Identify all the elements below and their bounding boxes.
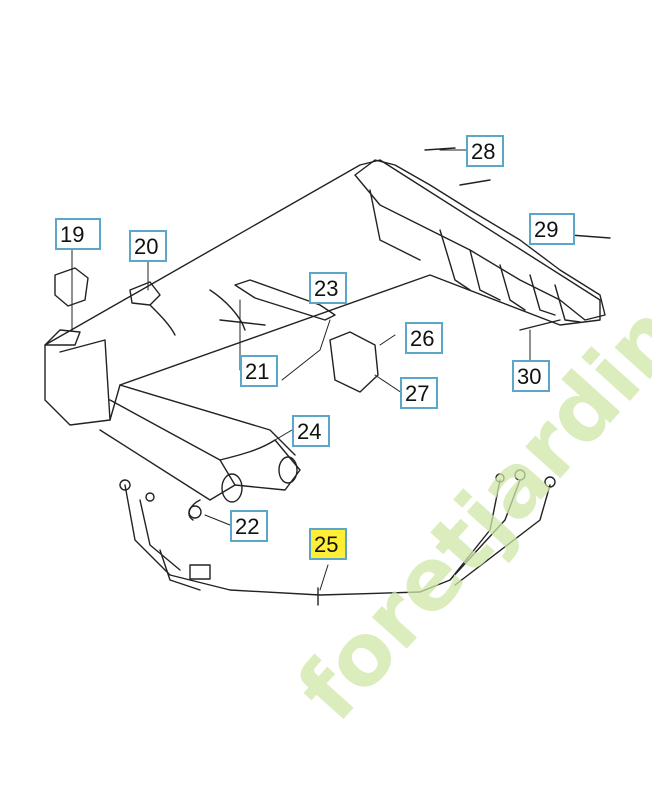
callout-29[interactable]: 29 — [529, 213, 575, 245]
part-27-switch — [329, 331, 379, 393]
callout-21[interactable]: 21 — [240, 355, 278, 387]
wire-harness — [124, 479, 501, 596]
callout-28[interactable]: 28 — [466, 135, 504, 167]
part-23-lever — [234, 279, 336, 321]
part-19-clip — [54, 267, 89, 307]
callout-24[interactable]: 24 — [292, 415, 330, 447]
callout-30[interactable]: 30 — [512, 360, 550, 392]
callout-27[interactable]: 27 — [400, 377, 438, 409]
callout-23[interactable]: 23 — [309, 272, 347, 304]
callout-25[interactable]: 25 — [309, 528, 347, 560]
rear-bracket — [354, 159, 606, 321]
callout-22[interactable]: 22 — [230, 510, 268, 542]
callout-19[interactable]: 19 — [55, 218, 101, 250]
callout-26[interactable]: 26 — [405, 322, 443, 354]
part-20-clip — [129, 281, 161, 306]
callout-20[interactable]: 20 — [129, 230, 167, 262]
